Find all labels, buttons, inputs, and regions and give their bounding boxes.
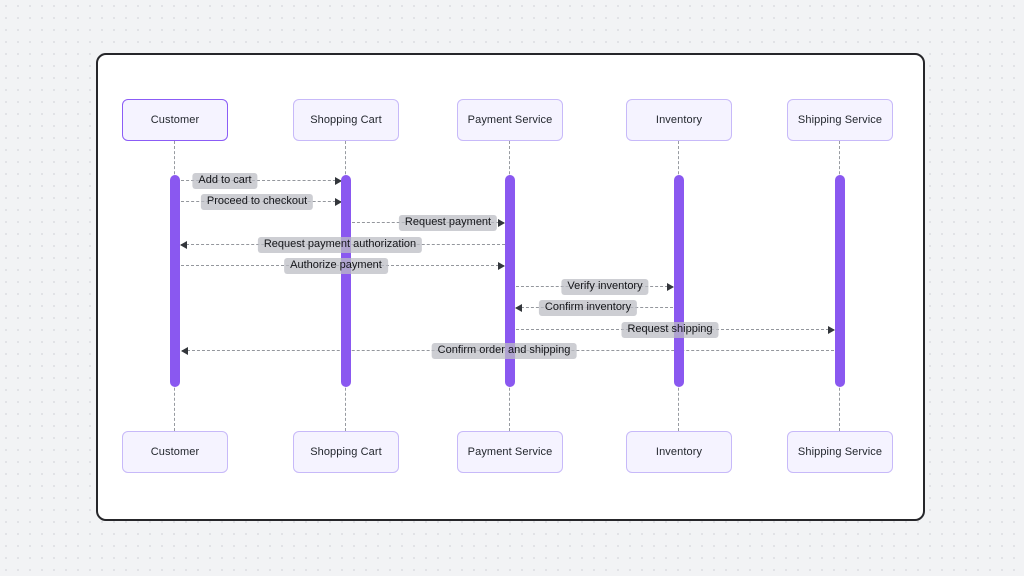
activation-bar-customer[interactable] xyxy=(170,175,180,387)
actor-bottom-customer[interactable]: Customer xyxy=(122,431,228,473)
actor-label: Shopping Cart xyxy=(310,446,382,458)
message-label[interactable]: Add to cart xyxy=(192,173,258,189)
actor-label: Shipping Service xyxy=(797,114,883,126)
arrowhead-left-icon xyxy=(515,303,522,312)
arrowhead-right-icon xyxy=(498,218,505,227)
actor-top-shopping-cart[interactable]: Shopping Cart xyxy=(293,99,399,141)
arrowhead-right-icon xyxy=(498,261,505,270)
message-label[interactable]: Request payment authorization xyxy=(257,237,423,253)
message-label[interactable]: Authorize payment xyxy=(284,258,388,274)
activation-bar-inventory[interactable] xyxy=(674,175,684,387)
actor-top-inventory[interactable]: Inventory xyxy=(626,99,732,141)
arrowhead-right-icon xyxy=(335,197,342,206)
actor-label: Inventory xyxy=(655,114,703,126)
activation-bar-shipping-service[interactable] xyxy=(835,175,845,387)
message-label[interactable]: Confirm order and shipping xyxy=(431,343,577,359)
arrowhead-left-icon xyxy=(180,240,187,249)
message-label[interactable]: Request shipping xyxy=(621,322,719,338)
arrowhead-right-icon xyxy=(828,325,835,334)
actor-label: Customer xyxy=(150,114,200,126)
arrowhead-left-icon xyxy=(181,346,188,355)
activation-bar-shopping-cart[interactable] xyxy=(341,175,351,387)
arrowhead-right-icon xyxy=(667,282,674,291)
message-label[interactable]: Confirm inventory xyxy=(538,300,638,316)
actor-label: Shipping Service xyxy=(797,446,883,458)
arrowhead-right-icon xyxy=(335,176,342,185)
actor-label: Customer xyxy=(150,446,200,458)
actor-bottom-shopping-cart[interactable]: Shopping Cart xyxy=(293,431,399,473)
actor-top-payment-service[interactable]: Payment Service xyxy=(457,99,563,141)
message-line xyxy=(181,180,341,181)
actor-bottom-shipping-service[interactable]: Shipping Service xyxy=(787,431,893,473)
message-label[interactable]: Proceed to checkout xyxy=(200,194,314,210)
actor-bottom-inventory[interactable]: Inventory xyxy=(626,431,732,473)
actor-label: Payment Service xyxy=(467,446,553,458)
actor-top-shipping-service[interactable]: Shipping Service xyxy=(787,99,893,141)
activation-bar-payment-service[interactable] xyxy=(505,175,515,387)
message-label[interactable]: Verify inventory xyxy=(561,279,649,295)
actor-label: Payment Service xyxy=(467,114,553,126)
actor-bottom-payment-service[interactable]: Payment Service xyxy=(457,431,563,473)
actor-top-customer[interactable]: Customer xyxy=(122,99,228,141)
message-label[interactable]: Request payment xyxy=(398,215,498,231)
actor-label: Inventory xyxy=(655,446,703,458)
actor-label: Shopping Cart xyxy=(310,114,382,126)
